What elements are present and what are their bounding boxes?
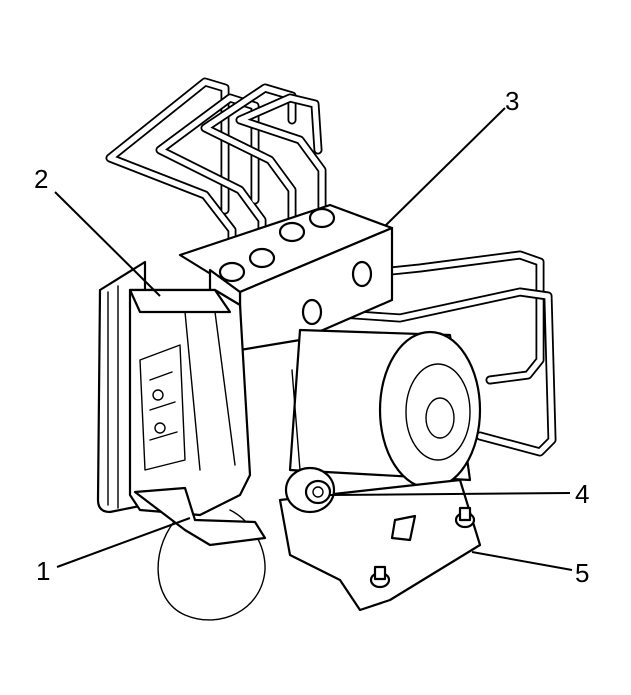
brake-tube-side-lower	[307, 287, 557, 457]
brake-tubes	[105, 77, 557, 457]
fitting-nut	[278, 221, 306, 243]
fitting-nut	[248, 247, 276, 269]
pump-motor-center-hub	[425, 397, 455, 439]
connector-retaining-clip	[133, 486, 267, 547]
callout-label-5: 5	[575, 558, 589, 588]
tire-outline	[157, 509, 266, 621]
fitting-nut	[351, 260, 373, 288]
brake-tube-right	[235, 93, 327, 223]
callout-5-leader	[471, 551, 573, 571]
callout-label-4: 4	[575, 479, 589, 509]
bracket-slot	[390, 514, 417, 542]
brake-tube-rear	[105, 77, 237, 277]
callout-label-3: 3	[505, 86, 519, 116]
callout-3-leader	[384, 107, 506, 227]
fitting-nut	[301, 298, 323, 326]
callout-2-leader	[54, 191, 161, 297]
callout-4-leader	[329, 492, 571, 496]
fitting-nut	[308, 207, 336, 229]
callout-label-1: 1	[36, 556, 50, 586]
callout-1-leader	[56, 517, 191, 568]
callout-label-2: 2	[34, 164, 48, 194]
pump-motor	[288, 328, 482, 490]
brake-tube-left-mid	[155, 93, 267, 263]
pump-motor-end-cap	[378, 330, 482, 490]
tube-fittings	[218, 207, 373, 326]
bracket-insulator-bolt	[284, 466, 336, 514]
electrical-connector-cover	[128, 288, 252, 517]
mounting-bracket	[278, 478, 482, 612]
mounting-stud	[369, 565, 391, 589]
fitting-nut	[218, 261, 246, 283]
mounting-stud	[454, 506, 476, 529]
brake-tube-side-upper	[357, 250, 545, 385]
